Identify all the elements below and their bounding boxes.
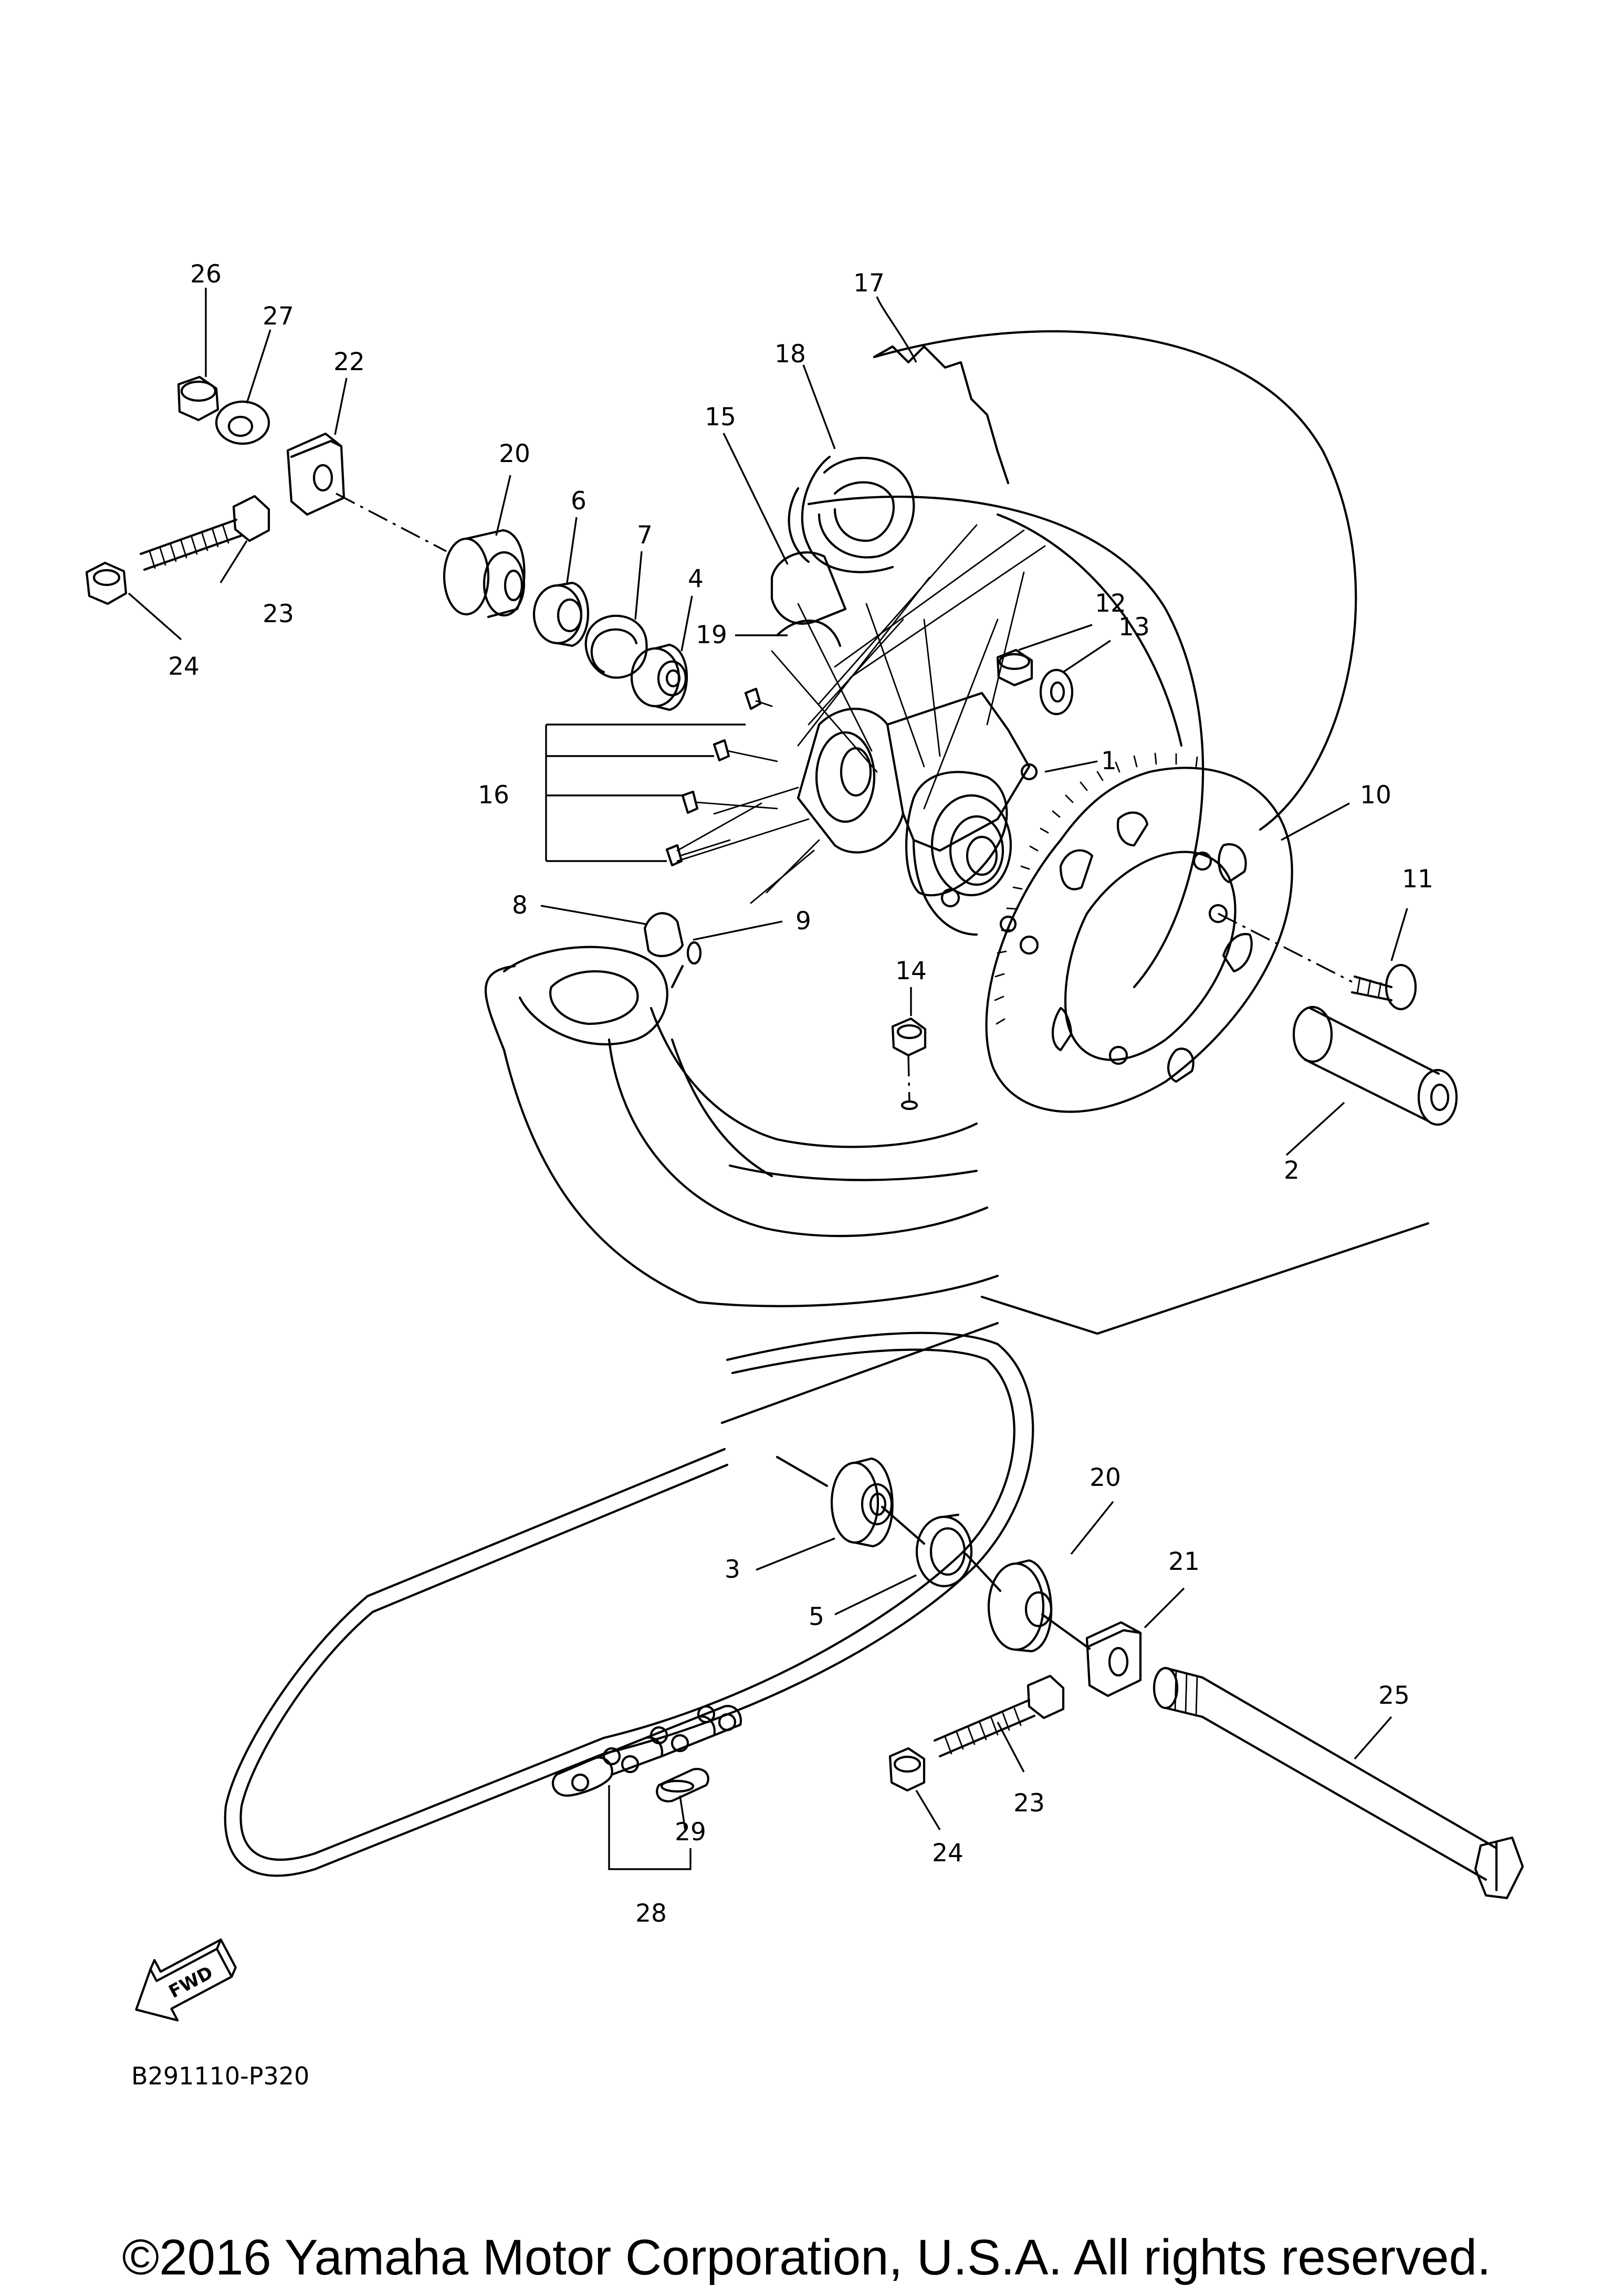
- callout-24-top: 24: [168, 652, 200, 681]
- hub: [797, 691, 1038, 936]
- adjust-bolt-23-top: [139, 495, 270, 571]
- callout-4: 4: [688, 564, 704, 593]
- bearing-6: [532, 581, 590, 647]
- callout-10: 10: [1360, 781, 1391, 810]
- bearing-3: [830, 1457, 894, 1548]
- nut-24-bottom: [888, 1747, 926, 1792]
- axis-line-top: [336, 492, 447, 552]
- callout-21: 21: [1168, 1547, 1200, 1576]
- bolt-11: [1350, 963, 1417, 1011]
- sprocket: [985, 752, 1293, 1113]
- callout-14: 14: [895, 957, 927, 986]
- callout-23-bottom: 23: [1013, 1789, 1045, 1818]
- callout-7: 7: [637, 521, 653, 550]
- chain-joint-29: [656, 1768, 709, 1802]
- callout-22: 22: [333, 348, 365, 376]
- callout-11: 11: [1402, 865, 1433, 894]
- axis-line-sprocket: [1218, 913, 1353, 983]
- collar-20-top: [443, 529, 526, 618]
- copyright-notice: ©2016 Yamaha Motor Corporation, U.S.A. A…: [122, 2229, 1491, 2285]
- nut-24-top: [85, 561, 128, 605]
- callout-20-bottom: 20: [1090, 1463, 1121, 1492]
- callout-9: 9: [795, 907, 811, 936]
- callout-2: 2: [1284, 1156, 1300, 1185]
- group-outline: [980, 1222, 1430, 1335]
- callout-29: 29: [675, 1818, 706, 1847]
- axis-line-bottom: [881, 1505, 926, 1545]
- callout-25: 25: [1378, 1681, 1410, 1710]
- collar-20-bottom: [987, 1559, 1053, 1653]
- washer-27: [215, 400, 270, 445]
- tire: [484, 330, 1357, 1307]
- chain-adjuster-21: [1085, 1621, 1142, 1697]
- collar-2: [1292, 1005, 1458, 1126]
- callout-28: 28: [635, 1899, 667, 1928]
- fwd-arrow-icon: FWD: [135, 1938, 237, 2022]
- callout-23-top: 23: [263, 600, 294, 628]
- chain-adjuster-22: [286, 432, 345, 516]
- chain-links-28: [551, 1705, 742, 1797]
- callout-19: 19: [696, 621, 727, 649]
- callout-6: 6: [571, 487, 586, 516]
- oil-seal-5: [915, 1513, 973, 1588]
- callout-16: 16: [478, 781, 509, 810]
- callout-20-top: 20: [499, 439, 530, 468]
- spoke-bolts-16: [665, 687, 778, 867]
- callout-15: 15: [705, 403, 736, 432]
- callout-1: 1: [1101, 747, 1117, 775]
- rear-axle-25: [1153, 1666, 1524, 1900]
- diagram-code: B291110-P320: [131, 2062, 309, 2090]
- circlip-7: [584, 614, 648, 679]
- callout-26: 26: [190, 260, 222, 289]
- callout-18: 18: [774, 340, 806, 369]
- callout-24-bottom: 24: [932, 1839, 963, 1868]
- adjust-bolt-23-bottom: [933, 1674, 1065, 1758]
- nut-14: [891, 1017, 927, 1110]
- washer-13: [1039, 668, 1074, 716]
- callout-5: 5: [809, 1602, 824, 1631]
- drive-chain: [224, 1332, 1034, 1877]
- spokes: [676, 524, 1046, 904]
- fwd-label: FWD: [165, 1962, 216, 2003]
- callout-3: 3: [725, 1555, 740, 1584]
- nut-26: [177, 375, 219, 422]
- callout-8: 8: [512, 891, 528, 920]
- leader-lines: [128, 288, 1408, 1870]
- valve-8-9: [643, 912, 702, 989]
- callout-17: 17: [853, 269, 885, 298]
- callout-12: 12: [1095, 589, 1126, 618]
- nut-12: [996, 648, 1033, 687]
- bearing-4: [630, 643, 688, 711]
- callout-13: 13: [1118, 613, 1150, 642]
- callout-27: 27: [263, 302, 294, 331]
